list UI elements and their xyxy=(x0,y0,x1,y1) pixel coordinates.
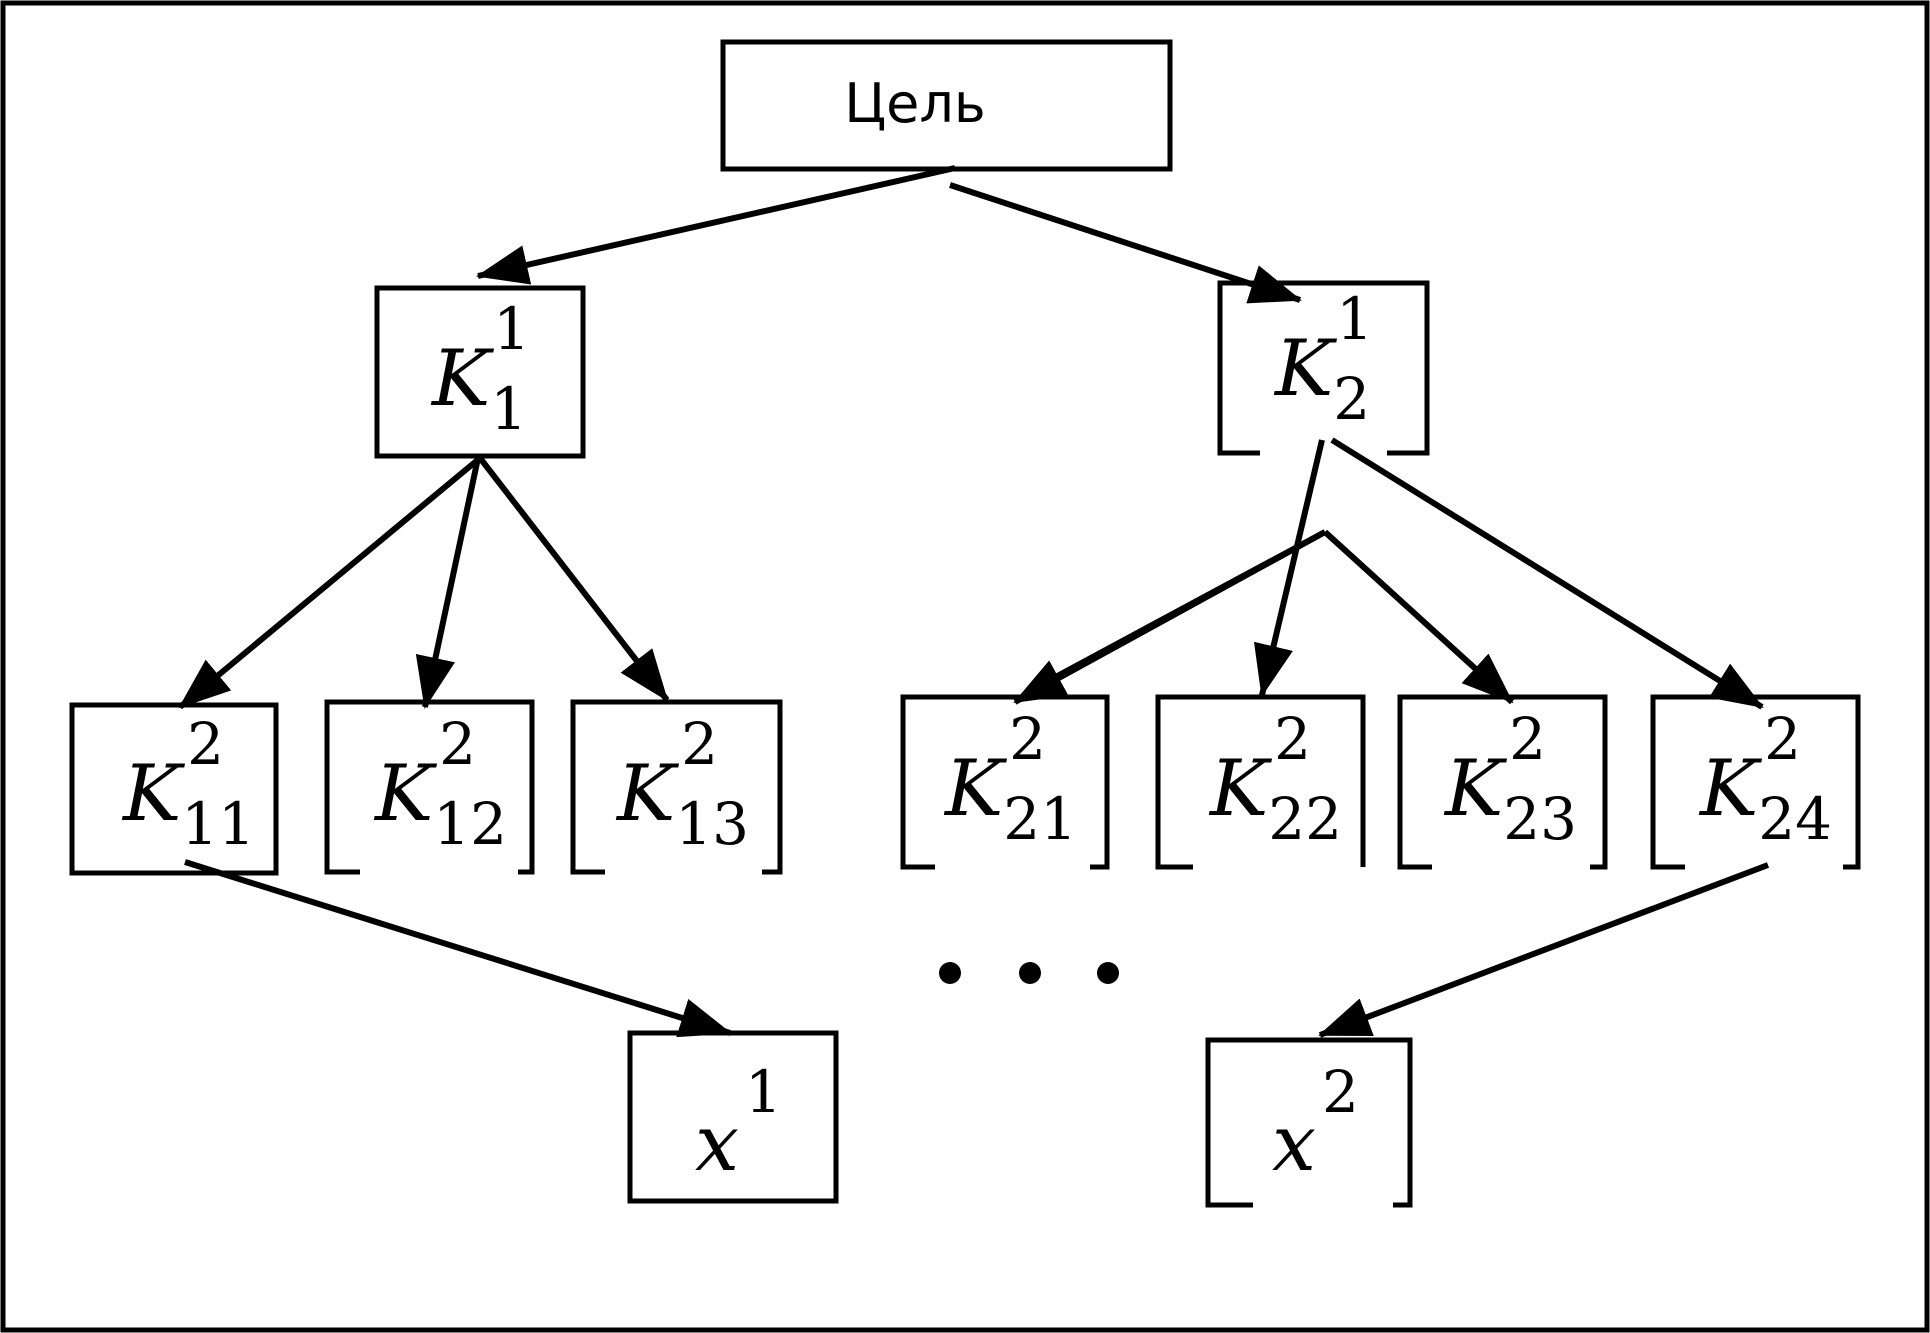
node-k2-21-sup: 2 xyxy=(1009,705,1046,773)
goal-label: Цель xyxy=(844,72,986,135)
edges xyxy=(178,165,1770,1038)
node-k2-11: K11 2 xyxy=(69,702,279,876)
node-k1-1-sub: 1 xyxy=(490,375,527,443)
node-k2-13: K13 2 xyxy=(570,699,783,875)
node-k2-11-letter: K xyxy=(121,749,186,839)
node-k2-11-sup: 2 xyxy=(187,710,224,778)
edge-k1-2-k2-22 xyxy=(1253,439,1325,697)
node-k2-12-letter: K xyxy=(373,749,438,839)
svg-text:x1: x1 xyxy=(695,1058,782,1189)
edge-k1-2-k2-24 xyxy=(1330,437,1764,710)
svg-text:K242: K24 2 xyxy=(1698,705,1832,853)
node-k2-21-letter: K xyxy=(943,744,1008,834)
node-k2-21: K21 2 xyxy=(900,694,1110,870)
node-k2-22: K222 xyxy=(1155,694,1366,870)
node-k1-2-letter: K xyxy=(1273,324,1338,414)
edge-k1-2-k2-23 xyxy=(1322,529,1515,705)
node-k1-1: K1 1 xyxy=(374,285,586,459)
svg-text:K122: K12 2 xyxy=(373,710,507,858)
node-k2-21-sub: 21 xyxy=(1003,785,1077,853)
node-k2-12: K12 2 xyxy=(324,699,535,875)
node-k2-24-letter: K xyxy=(1698,744,1763,834)
svg-text:K212: K21 2 xyxy=(943,705,1077,853)
node-x1-letter: x xyxy=(695,1099,739,1189)
svg-text:K232: K23 2 xyxy=(1443,705,1577,853)
ellipsis xyxy=(939,962,1119,984)
edge-split xyxy=(1048,529,1327,683)
goal-node: Цель xyxy=(720,39,1173,172)
node-k1-2-sup: 1 xyxy=(1336,285,1373,353)
node-k2-23-sub: 23 xyxy=(1503,785,1577,853)
node-x2-letter: x xyxy=(1272,1099,1316,1189)
node-k2-12-sub: 12 xyxy=(433,790,507,858)
node-k1-2: K2 1 xyxy=(1217,280,1430,456)
edge-k1-1-k2-11 xyxy=(178,455,482,710)
node-k1-1-sup: 1 xyxy=(493,295,530,363)
svg-text:K112: K11 2 xyxy=(121,710,255,858)
node-x1: x1 xyxy=(627,1030,839,1204)
node-k2-13-sup: 2 xyxy=(681,710,718,778)
node-x2: x2 xyxy=(1205,1037,1413,1208)
svg-text:x2: x2 xyxy=(1272,1058,1359,1189)
node-k2-24-sub: 24 xyxy=(1758,785,1832,853)
node-k2-13-letter: K xyxy=(615,749,680,839)
edge-k2-24-x2 xyxy=(1318,862,1770,1038)
edge-k1-1-k2-13 xyxy=(477,456,670,702)
node-k2-22-sub: 22 xyxy=(1268,785,1342,853)
svg-text:K132: K13 2 xyxy=(615,710,749,858)
node-k1-1-letter: K xyxy=(430,334,495,424)
node-k2-22-sup: 2 xyxy=(1274,705,1311,773)
node-x2-sup: 2 xyxy=(1322,1058,1359,1126)
node-k2-11-sub: 11 xyxy=(181,790,255,858)
node-k1-2-sub: 2 xyxy=(1333,365,1370,433)
node-k2-24-sup: 2 xyxy=(1764,705,1801,773)
svg-text:K21: K2 1 xyxy=(1273,285,1373,433)
node-k2-24: K24 2 xyxy=(1650,694,1861,870)
edge-goal-k1-1 xyxy=(476,165,956,285)
edge-k1-1-k2-12 xyxy=(415,457,481,709)
node-k2-13-sub: 13 xyxy=(675,790,749,858)
node-x1-sup: 1 xyxy=(745,1058,782,1126)
node-k2-23: K23 2 xyxy=(1397,694,1608,870)
node-k2-23-sup: 2 xyxy=(1509,705,1546,773)
svg-text:K11: K1 1 xyxy=(430,295,530,443)
svg-text:K222: K222 xyxy=(1208,705,1342,853)
edge-k2-11-x1 xyxy=(184,859,732,1038)
node-k2-22-letter: K xyxy=(1208,744,1273,834)
node-k2-12-sup: 2 xyxy=(439,710,476,778)
node-k2-23-letter: K xyxy=(1443,744,1508,834)
